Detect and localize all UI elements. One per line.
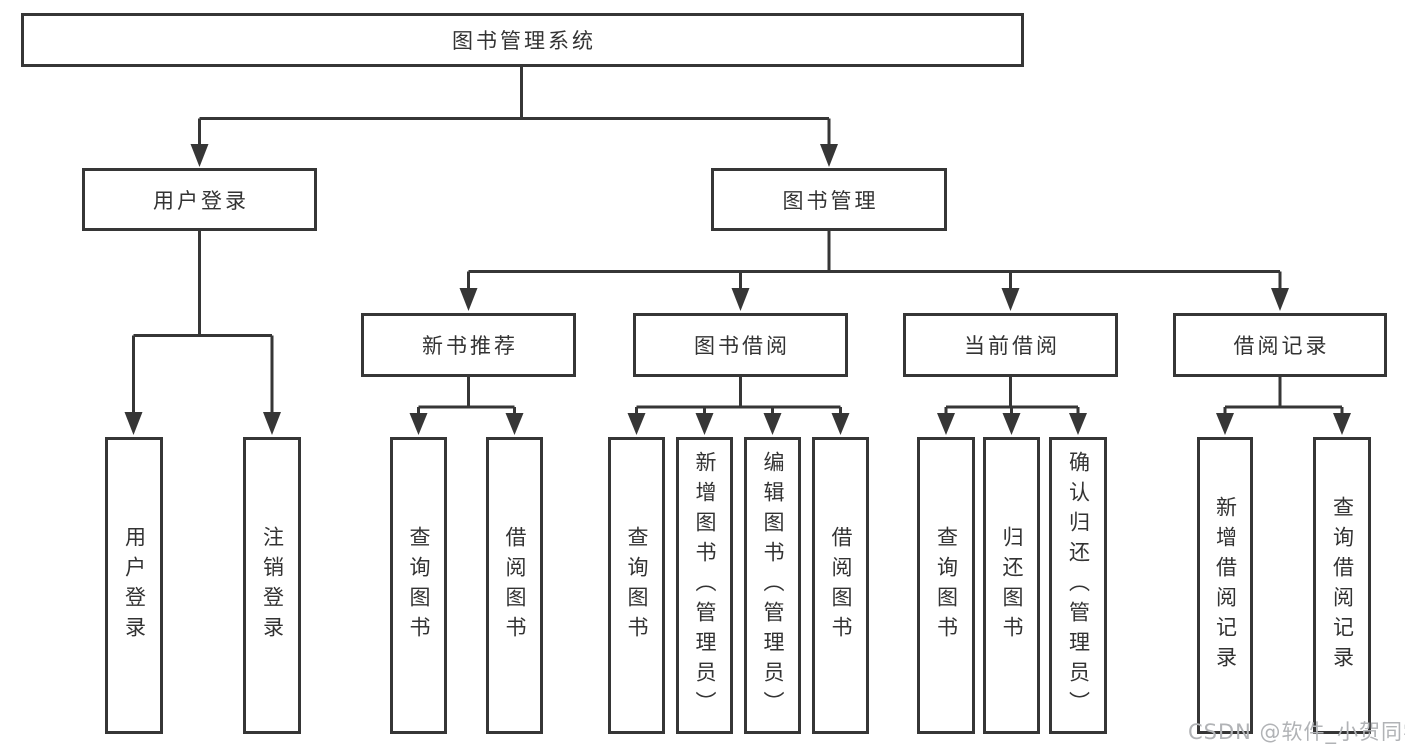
- csdn-watermark: CSDN @软件_小贺同学: [1188, 720, 1405, 744]
- leaf-borrow-books-recommend-label: 借阅图书: [503, 525, 527, 646]
- node-book-management-label: 图书管理: [782, 188, 879, 213]
- leaf-query-books-recommend: 查询图书: [390, 437, 447, 734]
- leaf-user-login: 用户登录: [105, 437, 163, 734]
- node-user-login-label: 用户登录: [153, 188, 249, 213]
- leaf-add-books-admin: 新增图书（管理员）: [676, 437, 733, 734]
- leaf-confirm-return-admin-label: 确认归还（管理员）: [1066, 450, 1091, 721]
- node-root-label: 图书管理系统: [452, 29, 596, 53]
- leaf-query-borrow-record-label: 查询借阅记录: [1330, 495, 1355, 676]
- node-new-book-recommend: 新书推荐: [361, 313, 576, 377]
- node-new-book-recommend-label: 新书推荐: [422, 334, 518, 358]
- node-book-borrowing: 图书借阅: [633, 313, 848, 377]
- leaf-query-books-borrowing-label: 查询图书: [625, 525, 649, 646]
- node-user-login: 用户登录: [82, 168, 317, 231]
- node-borrowing-records-label: 借阅记录: [1233, 334, 1330, 358]
- leaf-return-books: 归还图书: [983, 437, 1040, 734]
- leaf-logout-label: 注销登录: [260, 525, 285, 646]
- node-root: 图书管理系统: [21, 13, 1024, 67]
- leaf-borrow-books-recommend: 借阅图书: [486, 437, 543, 734]
- leaf-add-borrow-record-label: 新增借阅记录: [1213, 495, 1238, 676]
- leaf-add-books-admin-label: 新增图书（管理员）: [693, 450, 717, 721]
- leaf-query-borrow-record: 查询借阅记录: [1313, 437, 1371, 734]
- leaf-return-books-label: 归还图书: [1000, 525, 1024, 646]
- leaf-query-books-current: 查询图书: [917, 437, 975, 734]
- leaf-query-books-current-label: 查询图书: [934, 525, 959, 646]
- leaf-confirm-return-admin: 确认归还（管理员）: [1049, 437, 1107, 734]
- node-current-borrowing: 当前借阅: [903, 313, 1118, 377]
- leaf-edit-books-admin: 编辑图书（管理员）: [744, 437, 801, 734]
- leaf-query-books-borrowing: 查询图书: [608, 437, 665, 734]
- leaf-edit-books-admin-label: 编辑图书（管理员）: [761, 450, 785, 721]
- node-borrowing-records: 借阅记录: [1173, 313, 1387, 377]
- leaf-logout: 注销登录: [243, 437, 301, 734]
- node-book-management: 图书管理: [711, 168, 947, 231]
- leaf-query-books-recommend-label: 查询图书: [407, 525, 431, 646]
- leaf-borrow-books-borrowing-label: 借阅图书: [829, 525, 853, 646]
- node-book-borrowing-label: 图书借阅: [694, 334, 790, 358]
- arrowheads: [124, 144, 1351, 435]
- node-current-borrowing-label: 当前借阅: [964, 334, 1060, 358]
- leaf-borrow-books-borrowing: 借阅图书: [812, 437, 869, 734]
- leaf-user-login-label: 用户登录: [122, 525, 147, 646]
- leaf-add-borrow-record: 新增借阅记录: [1197, 437, 1253, 734]
